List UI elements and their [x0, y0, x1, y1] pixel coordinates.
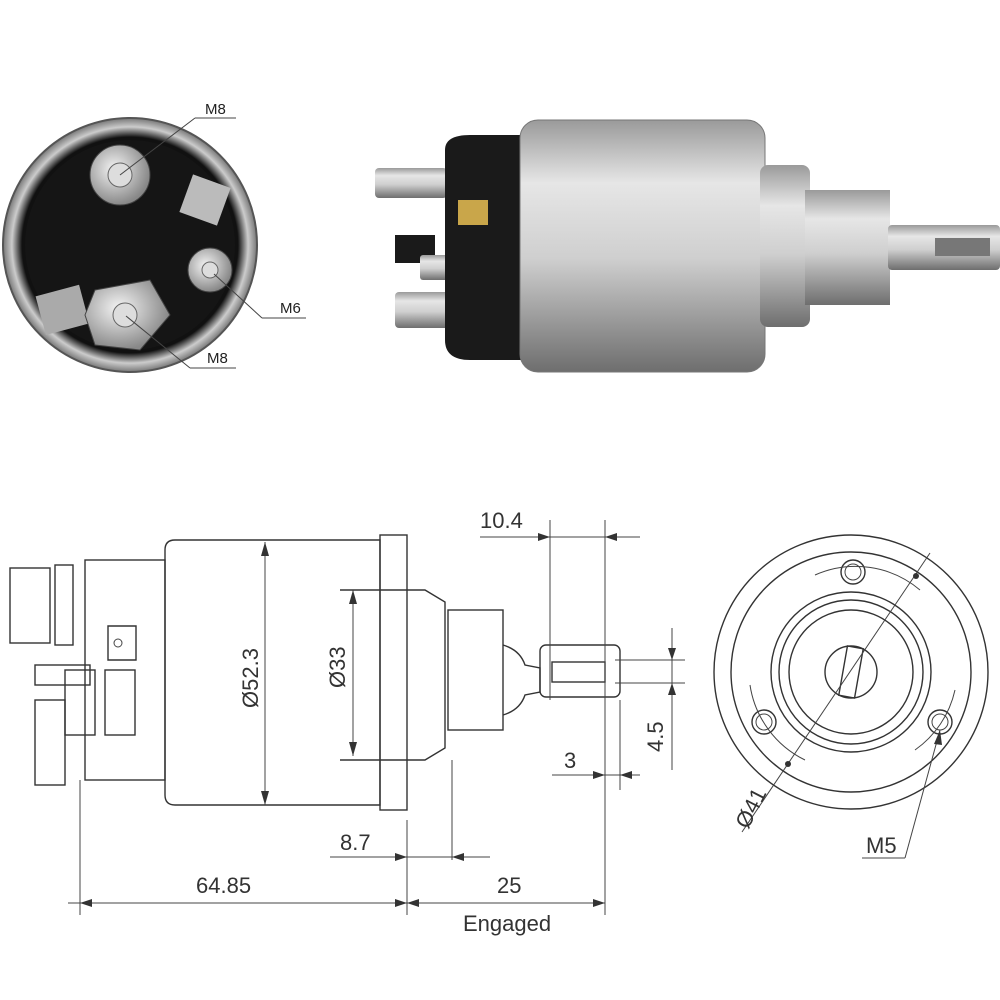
dim-m5: M5	[866, 833, 897, 858]
terminal-tab	[458, 200, 488, 225]
tab-slot	[935, 238, 990, 256]
label-m6: M6	[280, 300, 301, 317]
silver-housing	[519, 119, 766, 373]
black-cap	[445, 135, 530, 360]
dim-boss-diameter: Ø33	[325, 646, 350, 688]
stud-top	[375, 168, 447, 198]
terminal-m8-bottom	[35, 279, 171, 351]
stud-bottom	[395, 292, 450, 328]
dim-8-7: 8.7	[340, 830, 371, 855]
dim-plunger-length: 25	[497, 873, 521, 898]
label-m8-bottom: M8	[207, 350, 228, 367]
dim-bolt-circle: Ø41	[730, 784, 771, 832]
dim-slot-width: 4.5	[643, 721, 668, 752]
dim-body-diameter: Ø52.3	[238, 648, 263, 708]
dim-body-length: 64.85	[196, 873, 251, 898]
side-view-photo	[375, 119, 1000, 373]
label-engaged: Engaged	[463, 911, 551, 936]
housing-neck	[760, 165, 810, 327]
label-m8-top: M8	[205, 101, 226, 118]
side-drawing: 10.4 Ø52.3 Ø33 4.5 3 8.7 64.85 25 Engage…	[9, 508, 685, 936]
dim-slot-end: 3	[564, 748, 576, 773]
plunger	[805, 190, 890, 305]
dim-10-4: 10.4	[480, 508, 523, 533]
end-view-photo: M8 M6 M8	[2, 101, 306, 373]
end-drawing: Ø41 M5	[713, 534, 989, 859]
